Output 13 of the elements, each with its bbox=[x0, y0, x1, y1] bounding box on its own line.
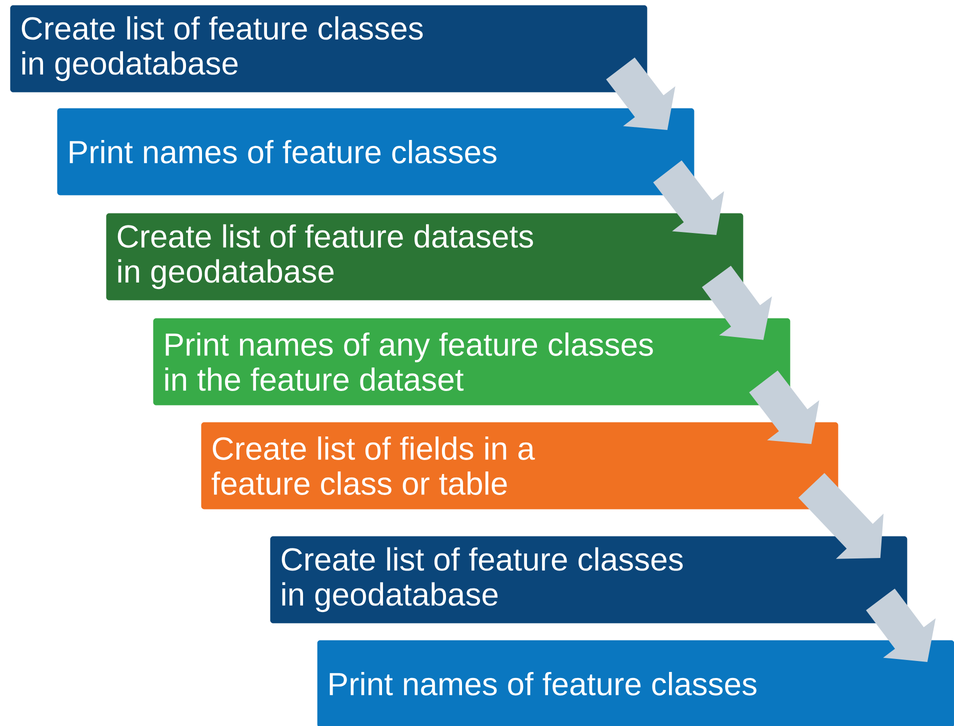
process-box: Create list of feature datasets in geodatabase bbox=[106, 213, 744, 300]
process-box: Create list of feature classes in geodatabase bbox=[10, 5, 648, 92]
arrow bbox=[749, 370, 820, 444]
arrow bbox=[653, 160, 724, 235]
arrow bbox=[606, 57, 676, 130]
process-box: Print names of any feature classes in the feature dataset bbox=[153, 318, 790, 406]
arrow bbox=[866, 588, 936, 662]
process-box: Print names of feature classes bbox=[57, 108, 694, 196]
process-box: Print names of feature classes bbox=[317, 640, 954, 726]
process-box: Create list of feature classes in geodatabase bbox=[270, 536, 908, 624]
arrow bbox=[798, 472, 884, 559]
process-box: Create list of fields in a feature class or table bbox=[201, 422, 838, 510]
arrow bbox=[702, 266, 772, 340]
